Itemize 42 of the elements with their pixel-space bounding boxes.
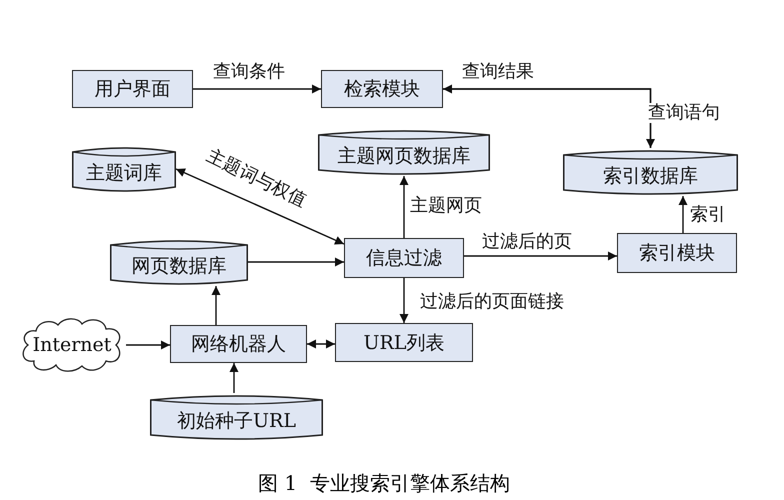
edge-label: 主题词与权值 — [203, 146, 310, 212]
edge-label: 查询结果 — [462, 62, 534, 82]
node-label: 主题网页数据库 — [338, 144, 470, 169]
arrow — [126, 340, 170, 350]
arrow — [307, 340, 335, 348]
edge-label: 查询条件 — [213, 62, 285, 82]
arrow — [193, 84, 321, 94]
arrow — [678, 196, 688, 233]
arrow — [212, 286, 220, 325]
edge-label: 查询语句 — [648, 103, 720, 123]
database-cylinder — [318, 128, 490, 176]
node-label: 检索模块 — [344, 77, 420, 102]
node-label: 索引数据库 — [603, 164, 698, 189]
node-label: 信息过滤 — [366, 246, 442, 271]
process-box — [335, 323, 473, 362]
edge-label: 过滤后的页面链接 — [420, 292, 564, 312]
edge-label: 主题网页 — [410, 196, 482, 216]
node-label: 索引模块 — [639, 241, 715, 266]
node-label: Internet — [32, 334, 112, 356]
node-label: 初始种子URL — [177, 409, 296, 434]
arrow — [464, 252, 617, 260]
arrow — [230, 363, 238, 393]
node-label: 网页数据库 — [132, 254, 226, 279]
node-label: URL列表 — [364, 330, 444, 356]
database-cylinder — [150, 393, 323, 441]
process-box — [72, 70, 193, 108]
node-label: 主题词库 — [86, 161, 162, 186]
process-box — [344, 238, 464, 278]
process-box — [321, 70, 443, 108]
arrow — [400, 278, 408, 323]
edge-label: 过滤后的页 — [482, 232, 572, 252]
arrow — [176, 168, 344, 245]
arrow — [400, 176, 408, 238]
database-cylinder — [563, 148, 738, 196]
process-box — [617, 233, 737, 273]
database-cylinder — [72, 145, 176, 193]
node-label: 网络机器人 — [191, 332, 286, 357]
process-box — [170, 325, 307, 363]
arrow — [248, 258, 344, 266]
node-label: 用户界面 — [94, 77, 170, 102]
database-cylinder — [110, 238, 248, 286]
figure-caption: 图 1 专业搜索引擎体系结构 — [258, 470, 510, 497]
